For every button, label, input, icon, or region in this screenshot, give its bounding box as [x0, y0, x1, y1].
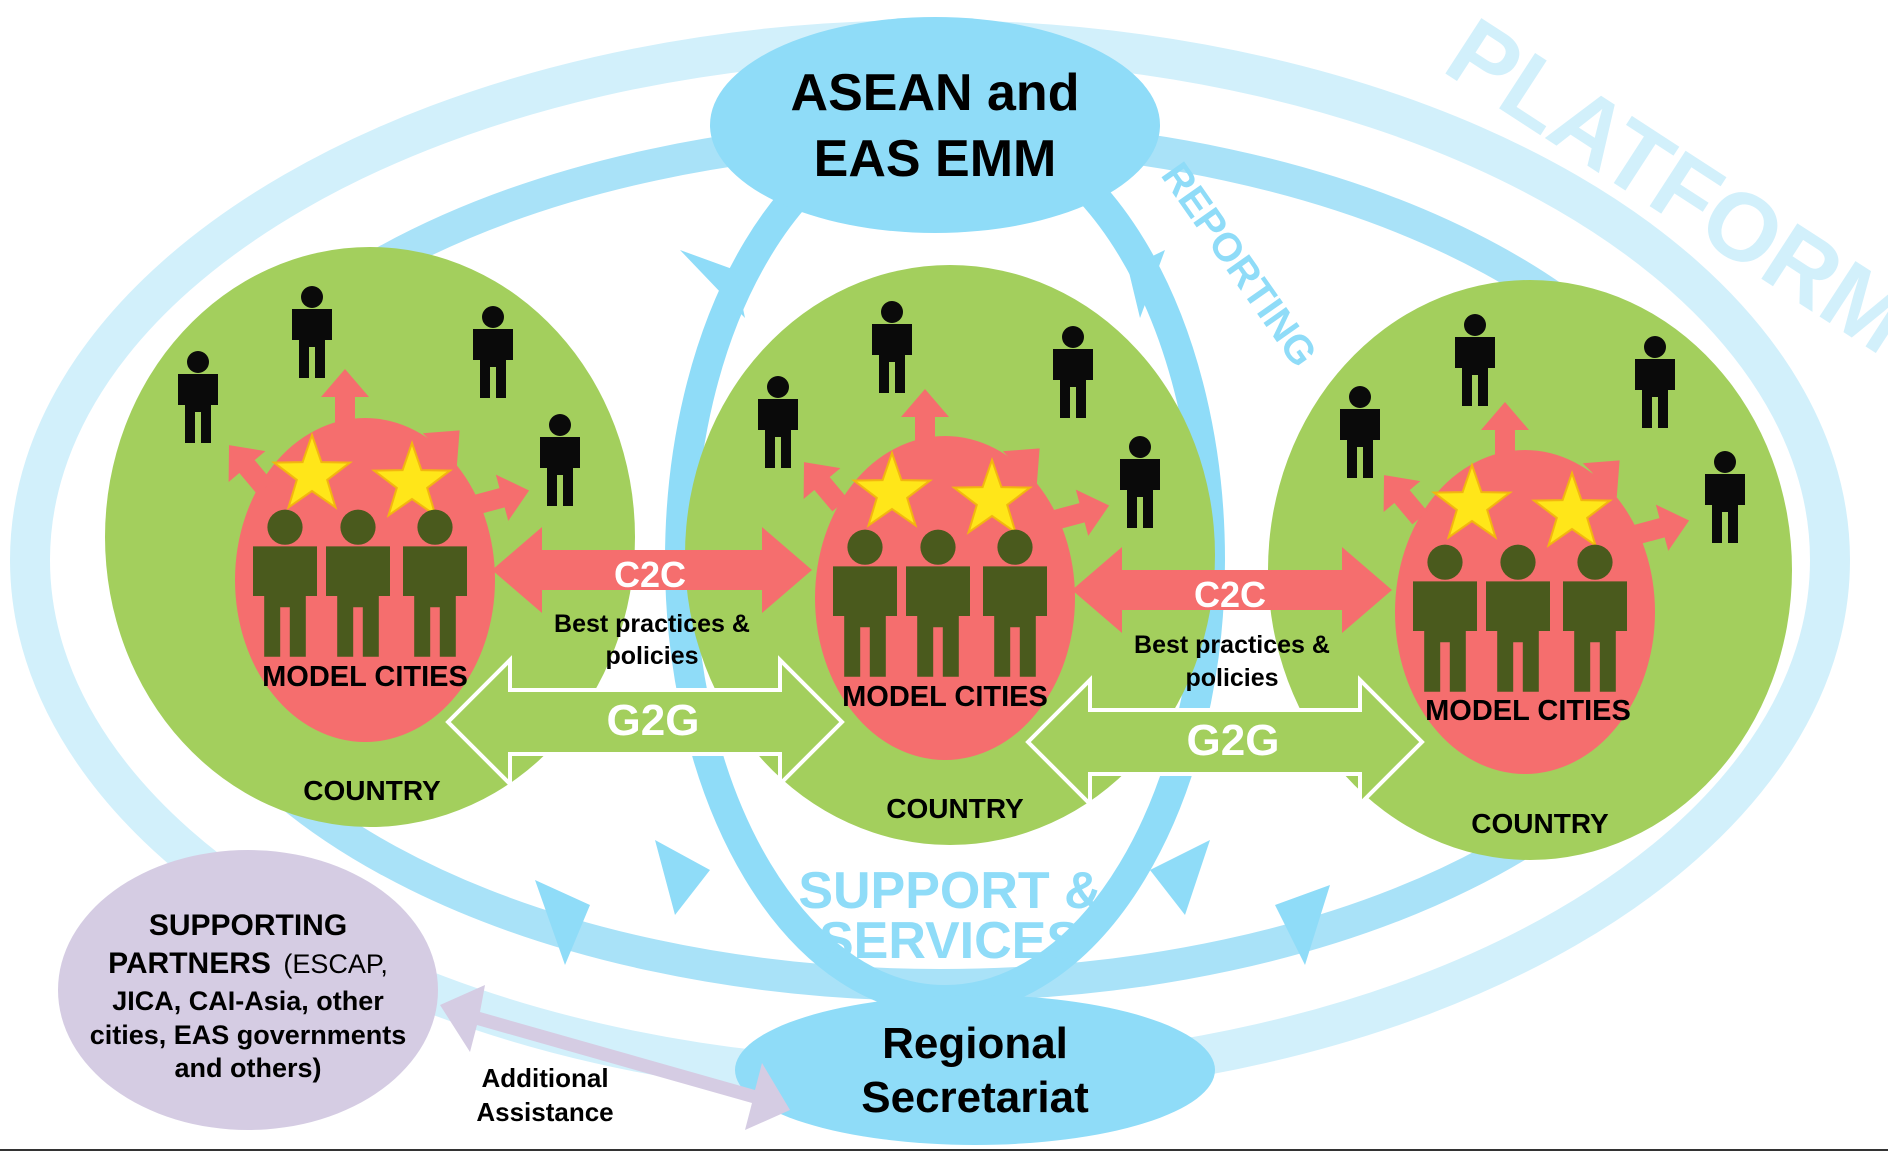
g2g-arrow-2 [1025, 675, 1425, 809]
flow-arrow [1128, 250, 1165, 318]
assistance-arrow [440, 985, 790, 1130]
assistance-line2: Assistance [476, 1097, 613, 1127]
g2g-label-1: G2G [607, 696, 700, 745]
partners-line2: PARTNERS (ESCAP, [108, 947, 388, 980]
model-cities-label-1: MODEL CITIES [262, 661, 468, 693]
top-node-line2: EAS EMM [814, 130, 1057, 188]
c2c-label-2: C2C [1194, 574, 1266, 615]
country-label-1: COUNTRY [303, 775, 441, 806]
partners-detail-line5: and others) [174, 1053, 321, 1083]
c2c-arrow-1 [492, 527, 812, 613]
regional-secretariat-node: Regional Secretariat [735, 995, 1215, 1145]
flow-arrow [680, 250, 745, 318]
g2g-arrow-1 [445, 655, 845, 789]
assistance-line1: Additional [481, 1063, 608, 1093]
flow-arrowheads [535, 250, 1330, 965]
partners-detail-line3: JICA, CAI-Asia, other [112, 986, 384, 1016]
partners-ellipse [58, 850, 438, 1130]
c2c-label-1: C2C [614, 554, 686, 595]
flow-arrow [1150, 840, 1210, 915]
top-node-line1: ASEAN and [791, 64, 1080, 122]
bottom-node-line1: Regional [882, 1019, 1068, 1068]
flow-arrow [535, 880, 590, 965]
top-node-ellipse [710, 17, 1160, 233]
support-label: SUPPORT & [798, 862, 1101, 920]
partners-detail-line2: (ESCAP, [283, 949, 388, 979]
c2c-note-1a: Best practices & [554, 610, 750, 638]
supporting-partners-node: SUPPORTING PARTNERS (ESCAP, JICA, CAI-As… [58, 850, 438, 1130]
c2c-note-2b: policies [1185, 664, 1278, 692]
country-label-2: COUNTRY [886, 793, 1024, 824]
model-cities-label-3: MODEL CITIES [1425, 695, 1631, 727]
country-label-3: COUNTRY [1471, 808, 1609, 839]
asean-eas-emm-node: ASEAN and EAS EMM [710, 17, 1160, 233]
flow-arrow [655, 840, 710, 915]
partners-title-line1: SUPPORTING [149, 909, 347, 942]
c2c-note-1b: policies [605, 642, 698, 670]
services-label: SERVICES [819, 912, 1081, 970]
g2g-label-2: G2G [1187, 716, 1280, 765]
c2c-arrow-2 [1072, 547, 1392, 633]
flow-arrow [1275, 885, 1330, 965]
bottom-node-line2: Secretariat [861, 1073, 1089, 1122]
partners-title-line2: PARTNERS [108, 947, 271, 980]
partners-detail-line4: cities, EAS governments [90, 1020, 407, 1050]
bottom-node-ellipse [735, 995, 1215, 1145]
model-cities-label-2: MODEL CITIES [842, 681, 1048, 713]
c2c-note-2a: Best practices & [1134, 631, 1330, 659]
